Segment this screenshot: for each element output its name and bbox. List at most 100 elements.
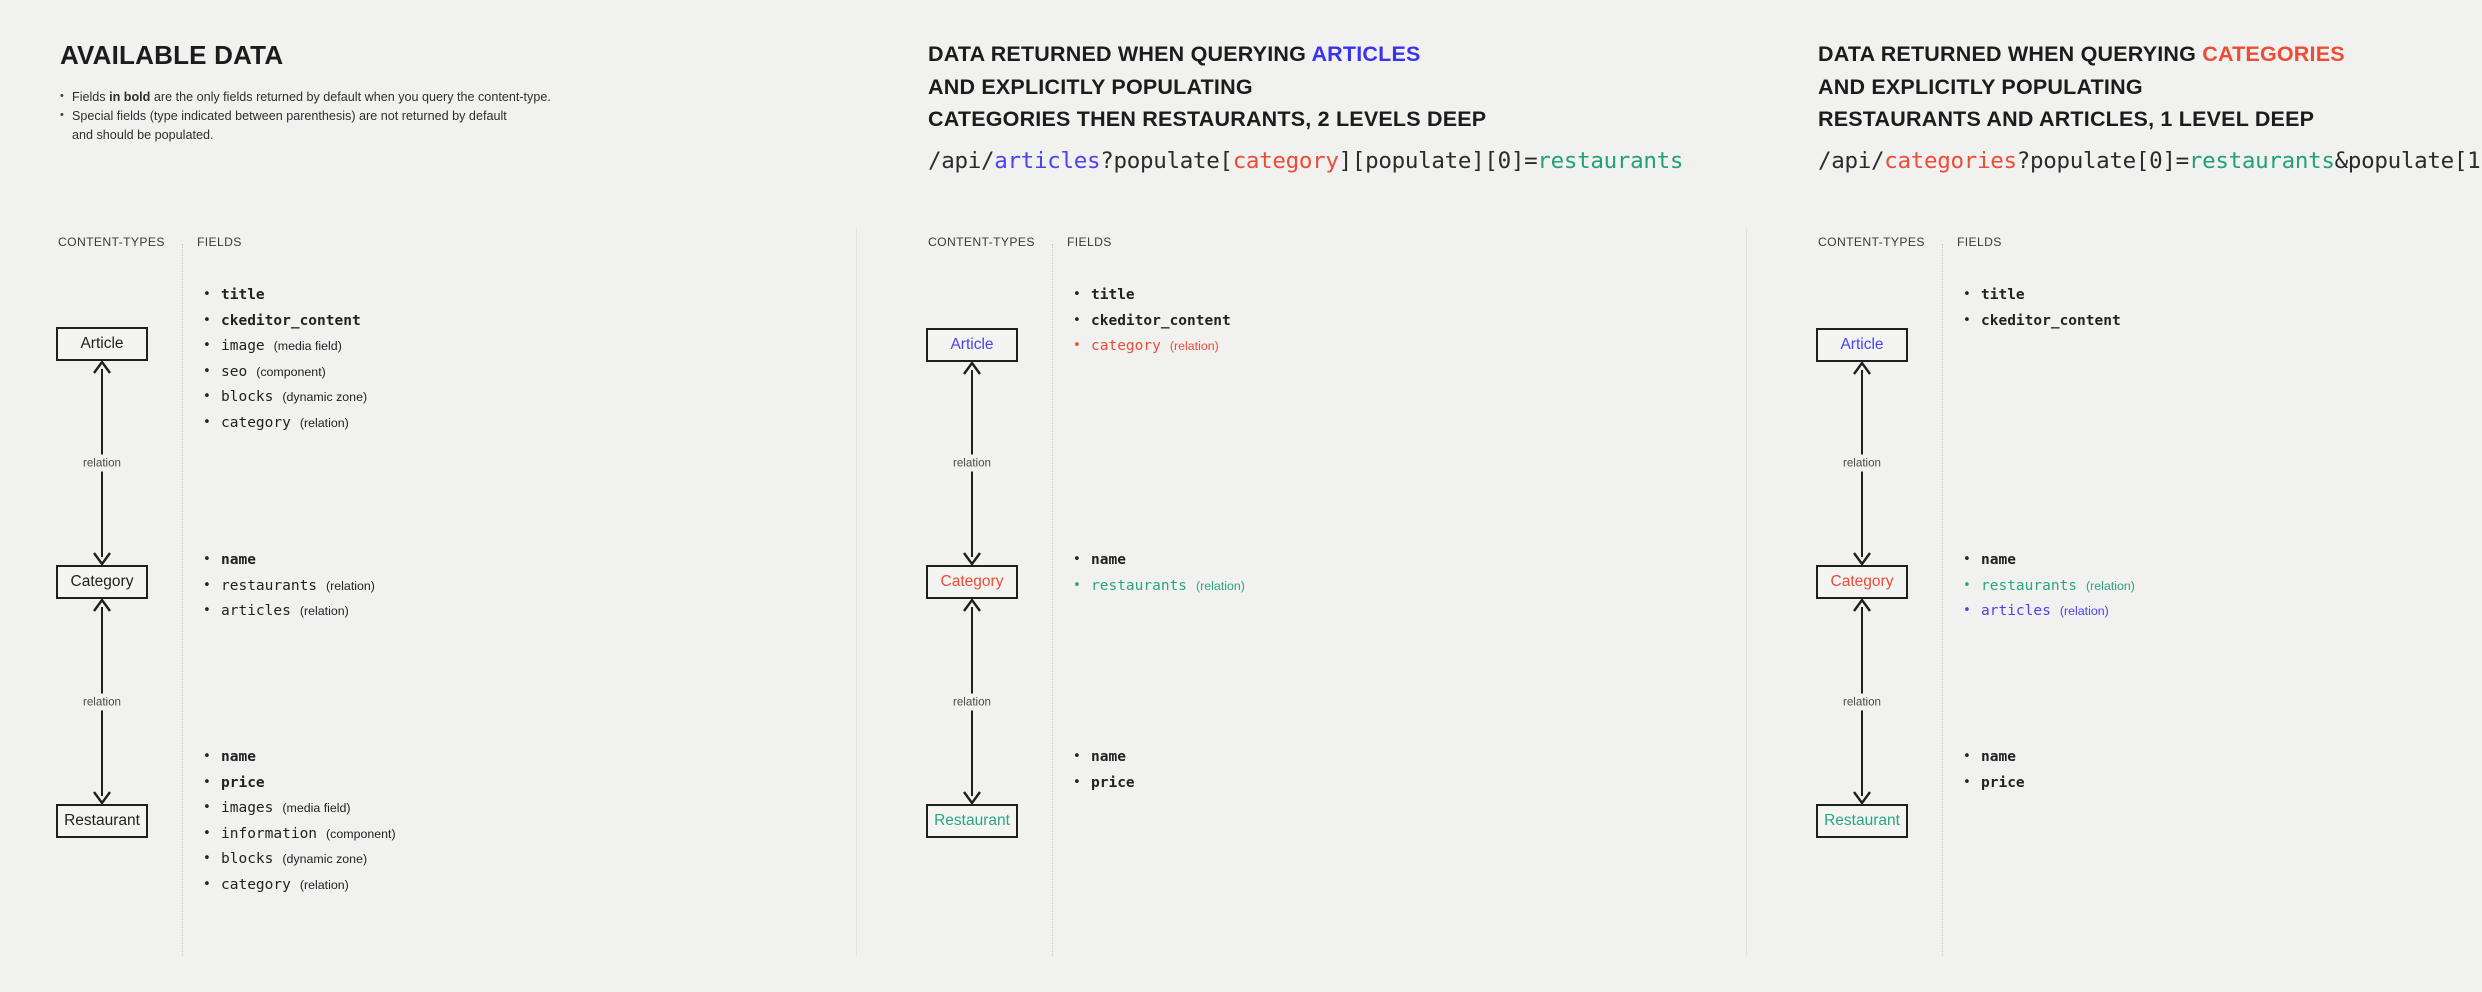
field-row: ckeditor_content bbox=[1960, 308, 2130, 335]
relation-label: relation bbox=[78, 454, 126, 472]
legend-note: Special fields (type indicated between p… bbox=[58, 106, 618, 126]
field-row: title bbox=[200, 282, 370, 309]
field-row: blocks(dynamic zone) bbox=[200, 846, 396, 873]
query-part: ?populate[ bbox=[1100, 148, 1233, 174]
entity-label: Article bbox=[1840, 336, 1884, 353]
field-group-category: name restaurants(relation) articles(rela… bbox=[200, 547, 375, 625]
entity-box-restaurant[interactable]: Restaurant bbox=[56, 804, 148, 838]
relation-connector-category-restaurant: relation bbox=[1838, 597, 1886, 806]
entity-label: Category bbox=[1830, 573, 1894, 590]
field-group-article: title ckeditor_content category(relation… bbox=[1070, 282, 1240, 360]
entity-box-category[interactable]: Category bbox=[1816, 565, 1908, 599]
entity-label: Restaurant bbox=[64, 812, 140, 829]
caption-fields: FIELDS bbox=[1957, 235, 2002, 249]
entity-label: Restaurant bbox=[934, 812, 1010, 829]
field-row: title bbox=[1070, 282, 1240, 309]
field-row: title bbox=[1960, 282, 2130, 309]
field-row: name bbox=[200, 547, 375, 574]
relation-label: relation bbox=[1838, 454, 1886, 472]
entity-label: Article bbox=[80, 335, 124, 352]
panel-title-line: AND EXPLICITLY POPULATING bbox=[1818, 74, 2143, 99]
field-row: name bbox=[1070, 547, 1245, 574]
field-row: category(relation) bbox=[1070, 333, 1240, 360]
entity-box-restaurant[interactable]: Restaurant bbox=[926, 804, 1018, 838]
field-row: category(relation) bbox=[200, 872, 396, 899]
panel-title-line: RESTAURANTS AND ARTICLES, 1 LEVEL DEEP bbox=[1818, 107, 2315, 131]
caption-fields: FIELDS bbox=[1067, 235, 1112, 249]
field-group-restaurant: name price bbox=[1960, 744, 2034, 797]
relation-label: relation bbox=[948, 693, 996, 711]
panel-title: DATA RETURNED WHEN QUERYING CATEGORIES A… bbox=[1818, 38, 2482, 136]
query-part: category bbox=[1232, 148, 1339, 174]
relation-connector-article-category: relation bbox=[948, 360, 996, 567]
field-row: price bbox=[1960, 770, 2034, 797]
field-row: category(relation) bbox=[200, 410, 370, 437]
caption-content-types: CONTENT-TYPES bbox=[58, 235, 165, 249]
query-part: /api/ bbox=[928, 148, 995, 174]
field-row: price bbox=[1070, 770, 1144, 797]
entity-box-article[interactable]: Article bbox=[926, 328, 1018, 362]
panel-title-line: AND EXPLICITLY POPULATING bbox=[928, 74, 1253, 99]
entity-box-article[interactable]: Article bbox=[1816, 328, 1908, 362]
field-row: name bbox=[200, 744, 396, 771]
entity-label: Category bbox=[940, 573, 1004, 590]
field-group-article: title ckeditor_content image(media field… bbox=[200, 282, 370, 437]
query-part: articles bbox=[994, 148, 1101, 174]
field-row: name bbox=[1070, 744, 1144, 771]
field-row: restaurants(relation) bbox=[1960, 573, 2135, 600]
legend-note-cont: and should be populated. bbox=[72, 128, 214, 142]
query-part: ][populate][0]= bbox=[1338, 148, 1538, 174]
caption-fields: FIELDS bbox=[197, 235, 242, 249]
panel-available-data: AVAILABLE DATA Fields in bold are the on… bbox=[0, 0, 856, 992]
page-title: AVAILABLE DATA bbox=[60, 40, 284, 70]
field-row: restaurants(relation) bbox=[200, 573, 375, 600]
query-part: /api/ bbox=[1818, 148, 1885, 174]
query-part: &populate[1]= bbox=[2334, 148, 2482, 174]
relation-label: relation bbox=[78, 693, 126, 711]
field-group-category: name restaurants(relation) bbox=[1070, 547, 1245, 600]
entity-label: Article bbox=[950, 336, 994, 353]
relation-connector-category-restaurant: relation bbox=[948, 597, 996, 806]
relation-label: relation bbox=[1838, 693, 1886, 711]
field-group-restaurant: name price bbox=[1070, 744, 1144, 797]
query-part: ?populate[0]= bbox=[2016, 148, 2190, 174]
relation-connector-article-category: relation bbox=[78, 359, 126, 567]
entity-box-category[interactable]: Category bbox=[56, 565, 148, 599]
entity-label: Restaurant bbox=[1824, 812, 1900, 829]
panel-inner-divider bbox=[182, 244, 183, 956]
field-group-restaurant: name price images(media field) informati… bbox=[200, 744, 396, 899]
entity-box-category[interactable]: Category bbox=[926, 565, 1018, 599]
field-row: information(component) bbox=[200, 821, 396, 848]
field-row: image(media field) bbox=[200, 333, 370, 360]
panel-title-accent: ARTICLES bbox=[1311, 42, 1421, 66]
relation-connector-category-restaurant: relation bbox=[78, 597, 126, 806]
entity-box-article[interactable]: Article bbox=[56, 327, 148, 361]
relation-label: relation bbox=[948, 454, 996, 472]
caption-content-types: CONTENT-TYPES bbox=[928, 235, 1035, 249]
panel-title-line: CATEGORIES THEN RESTAURANTS, 2 LEVELS DE… bbox=[928, 107, 1487, 131]
panel-title: DATA RETURNED WHEN QUERYING ARTICLES AND… bbox=[928, 38, 1748, 136]
panel-title-line: DATA RETURNED WHEN QUERYING CATEGORIES bbox=[1818, 42, 2345, 66]
query-part: restaurants bbox=[2188, 148, 2335, 174]
field-row: images(media field) bbox=[200, 795, 396, 822]
panel-inner-divider bbox=[1942, 244, 1943, 956]
relation-connector-article-category: relation bbox=[1838, 360, 1886, 567]
field-row: ckeditor_content bbox=[1070, 308, 1240, 335]
field-row: articles(relation) bbox=[200, 598, 375, 625]
api-query-string[interactable]: /api/categories?populate[0]=restaurants&… bbox=[1818, 148, 2482, 174]
api-query-string[interactable]: /api/articles?populate[category][populat… bbox=[928, 148, 1683, 174]
query-part: restaurants bbox=[1537, 148, 1684, 174]
panel-query-categories: DATA RETURNED WHEN QUERYING CATEGORIES A… bbox=[1746, 0, 2482, 992]
field-row: blocks(dynamic zone) bbox=[200, 384, 370, 411]
entity-box-restaurant[interactable]: Restaurant bbox=[1816, 804, 1908, 838]
field-group-article: title ckeditor_content bbox=[1960, 282, 2130, 335]
field-row: restaurants(relation) bbox=[1070, 573, 1245, 600]
query-part: categories bbox=[1884, 148, 2017, 174]
legend-notes: Fields in bold are the only fields retur… bbox=[58, 87, 618, 145]
panel-title-line: DATA RETURNED WHEN QUERYING ARTICLES bbox=[928, 42, 1421, 66]
field-row: articles(relation) bbox=[1960, 598, 2135, 625]
entity-label: Category bbox=[70, 573, 134, 590]
field-group-category: name restaurants(relation) articles(rela… bbox=[1960, 547, 2135, 625]
field-row: name bbox=[1960, 744, 2034, 771]
